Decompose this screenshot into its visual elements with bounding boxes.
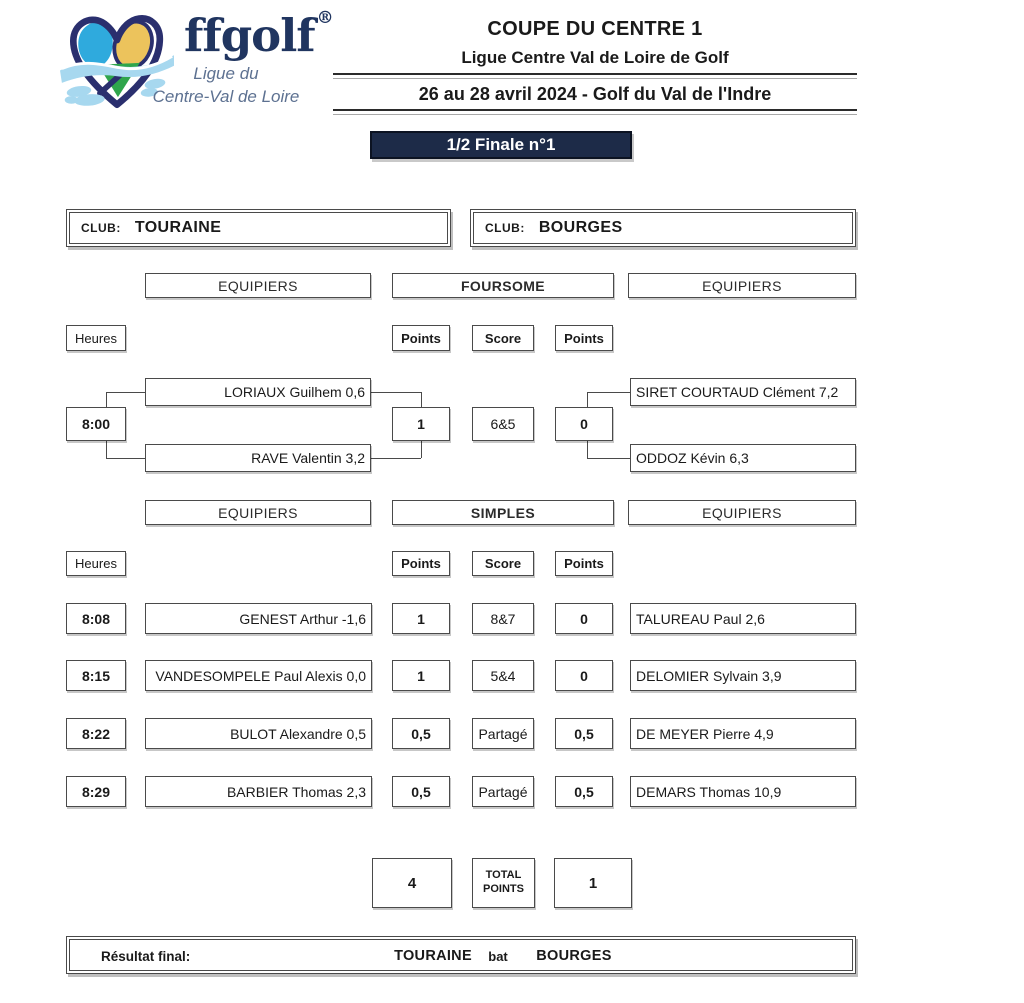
foursome-home-points-label: Points [392, 325, 450, 351]
total-points-label-line1: TOTAL [485, 869, 522, 882]
foursome-tee-time: 8:00 [66, 407, 126, 441]
foursome-score-label: Score [472, 325, 534, 351]
final-result-winner: TOURAINE [394, 948, 472, 964]
foursome-section-header: FOURSOME [392, 273, 614, 298]
simples-section-header: SIMPLES [392, 500, 614, 525]
away-total-points: 1 [554, 858, 632, 908]
foursome-home-player-1: LORIAUX Guilhem 0,6 [145, 378, 371, 406]
simples-row-1-away-player: TALUREAU Paul 2,6 [630, 603, 856, 634]
round-banner: 1/2 Finale n°1 [370, 131, 632, 159]
header-block: COUPE DU CENTRE 1 Ligue Centre Val de Lo… [333, 18, 857, 115]
header-rule-top [333, 73, 857, 79]
final-result-verb: bat [488, 948, 508, 964]
total-points-label: TOTAL POINTS [472, 858, 535, 908]
simples-away-equipiers-header: EQUIPIERS [628, 500, 856, 525]
bracket-line [587, 392, 630, 393]
date-location: 26 au 28 avril 2024 - Golf du Val de l'I… [418, 84, 772, 104]
bracket-line [587, 458, 630, 459]
simples-row-1-away-points: 0 [555, 603, 613, 634]
foursome-home-equipiers-header: EQUIPIERS [145, 273, 371, 298]
simples-row-1-home-player: GENEST Arthur -1,6 [145, 603, 372, 634]
competition-title: COUPE DU CENTRE 1 [487, 18, 703, 40]
simples-row-3-home-player: BULOT Alexandre 0,5 [145, 718, 372, 749]
bracket-line [106, 392, 145, 393]
home-total-points: 4 [372, 858, 452, 908]
home-club-box: CLUB: TOURAINE [66, 209, 451, 247]
registered-trademark-icon: ® [316, 8, 334, 28]
simples-row-4-away-player: DEMARS Thomas 10,9 [630, 776, 856, 807]
simples-row-4-away-points: 0,5 [555, 776, 613, 807]
simples-row-3-away-player: DE MEYER Pierre 4,9 [630, 718, 856, 749]
simples-row-4-home-points: 0,5 [392, 776, 450, 807]
foursome-away-player-2: ODDOZ Kévin 6,3 [630, 444, 856, 472]
simples-row-2-home-player: VANDESOMPELE Paul Alexis 0,0 [145, 660, 372, 691]
away-club-label: CLUB: [485, 221, 525, 235]
simples-row-4-home-player: BARBIER Thomas 2,3 [145, 776, 372, 807]
simples-score-label: Score [472, 551, 534, 576]
simples-hours-label: Heures [66, 551, 126, 576]
ffgolf-wordmark: ffgolf® [184, 8, 334, 62]
simples-row-2-home-points: 1 [392, 660, 450, 691]
simples-row-2-time: 8:15 [66, 660, 126, 691]
simples-row-3-time: 8:22 [66, 718, 126, 749]
away-club-name: BOURGES [538, 219, 623, 236]
foursome-away-equipiers-header: EQUIPIERS [628, 273, 856, 298]
simples-row-1-time: 8:08 [66, 603, 126, 634]
simples-row-2-score: 5&4 [472, 660, 534, 691]
simples-home-equipiers-header: EQUIPIERS [145, 500, 371, 525]
bracket-line [106, 458, 145, 459]
total-points-label-line2: POINTS [483, 883, 524, 895]
bracket-line [371, 392, 421, 393]
final-result-loser: BOURGES [536, 948, 612, 964]
header-rule-bottom [333, 109, 857, 115]
final-result-label: Résultat final: [101, 948, 191, 964]
simples-row-1-home-points: 1 [392, 603, 450, 634]
simples-away-points-label: Points [555, 551, 613, 576]
home-club-label: CLUB: [81, 221, 121, 235]
foursome-away-player-1: SIRET COURTAUD Clément 7,2 [630, 378, 856, 406]
ffgolf-brand-text: ffgolf [184, 9, 316, 62]
ligue-subtitle-line2: Centre-Val de Loire [152, 86, 300, 106]
ligue-subtitle-line1: Ligue du [193, 64, 259, 83]
foursome-away-points: 0 [555, 407, 613, 441]
ligue-subtitle: Ligue du Centre-Val de Loire [118, 63, 334, 109]
away-club-box: CLUB: BOURGES [470, 209, 856, 247]
simples-row-3-away-points: 0,5 [555, 718, 613, 749]
foursome-home-player-2: RAVE Valentin 3,2 [145, 444, 371, 472]
simples-home-points-label: Points [392, 551, 450, 576]
simples-row-4-score: Partagé [472, 776, 534, 807]
foursome-home-points: 1 [392, 407, 450, 441]
simples-row-2-away-player: DELOMIER Sylvain 3,9 [630, 660, 856, 691]
foursome-away-points-label: Points [555, 325, 613, 351]
home-club-name: TOURAINE [134, 219, 222, 236]
final-result-bar: Résultat final: TOURAINE bat BOURGES [66, 936, 856, 974]
bracket-line [371, 458, 421, 459]
foursome-score: 6&5 [472, 407, 534, 441]
simples-row-2-away-points: 0 [555, 660, 613, 691]
ffgolf-heart-icon [60, 15, 174, 109]
simples-row-4-time: 8:29 [66, 776, 126, 807]
simples-row-3-home-points: 0,5 [392, 718, 450, 749]
simples-row-1-score: 8&7 [472, 603, 534, 634]
foursome-hours-label: Heures [66, 325, 126, 351]
league-subtitle: Ligue Centre Val de Loire de Golf [461, 48, 729, 67]
simples-row-3-score: Partagé [472, 718, 534, 749]
